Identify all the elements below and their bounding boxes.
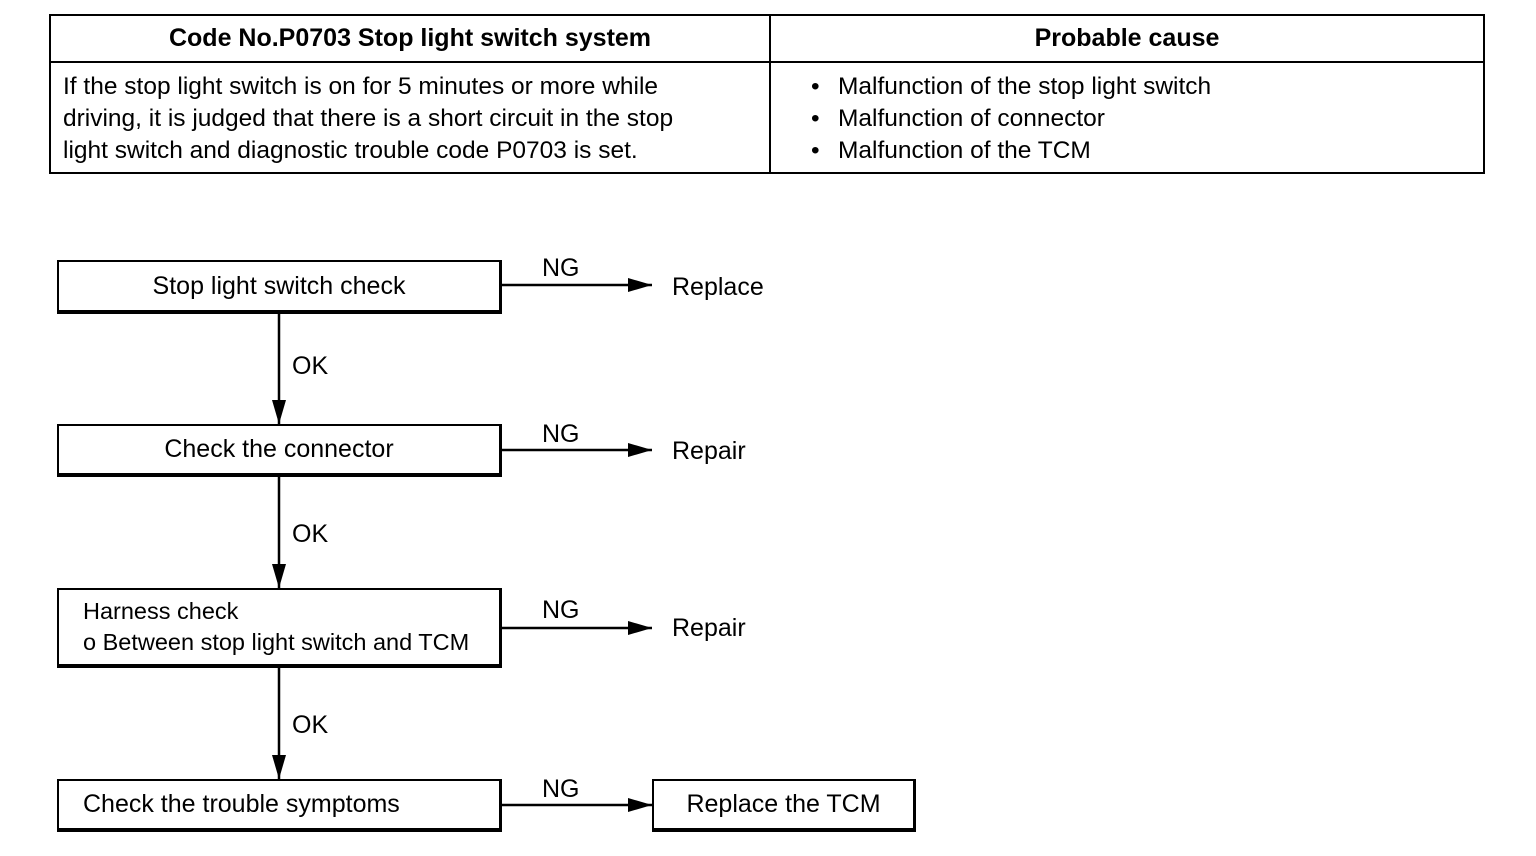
code-table: Code No.P0703 Stop light switch system P… — [49, 14, 1485, 174]
step-check-trouble-symptoms: Check the trouble symptoms — [57, 779, 502, 832]
description-cell: If the stop light switch is on for 5 min… — [49, 61, 771, 174]
ng-label-2: NG — [542, 420, 580, 448]
step-check-connector: Check the connector — [57, 424, 502, 477]
ok-label-2: OK — [292, 520, 329, 548]
ng-label-3: NG — [542, 596, 580, 624]
description-line: If the stop light switch is on for 5 min… — [63, 73, 659, 100]
ng-label-4: NG — [542, 775, 580, 803]
table-header-row: Code No.P0703 Stop light switch system P… — [49, 14, 1485, 63]
cause-item: Malfunction of the TCM — [783, 135, 1473, 167]
header-probable-cause: Probable cause — [769, 14, 1485, 63]
ng-label-1: NG — [542, 254, 580, 282]
causes-cell: Malfunction of the stop light switch Mal… — [769, 61, 1485, 174]
table-row: If the stop light switch is on for 5 min… — [49, 61, 1485, 174]
cause-item: Malfunction of connector — [783, 103, 1473, 135]
description-line: light switch and diagnostic trouble code… — [63, 137, 638, 164]
step-stop-light-switch-check: Stop light switch check — [57, 260, 502, 314]
harness-check-detail: o Between stop light switch and TCM — [83, 629, 470, 655]
harness-check-title: Harness check — [83, 598, 239, 624]
ok-label-3: OK — [292, 711, 329, 739]
result-repair-connector: Repair — [672, 437, 746, 465]
result-replace: Replace — [672, 273, 764, 301]
result-repair-harness: Repair — [672, 614, 746, 642]
cause-list: Malfunction of the stop light switch Mal… — [783, 71, 1473, 167]
step-harness-check: Harness check o Between stop light switc… — [57, 588, 502, 668]
description-line: driving, it is judged that there is a sh… — [63, 105, 674, 132]
header-code: Code No.P0703 Stop light switch system — [49, 14, 771, 63]
cause-item: Malfunction of the stop light switch — [783, 71, 1473, 103]
ok-label-1: OK — [292, 352, 329, 380]
result-replace-tcm: Replace the TCM — [652, 779, 916, 832]
